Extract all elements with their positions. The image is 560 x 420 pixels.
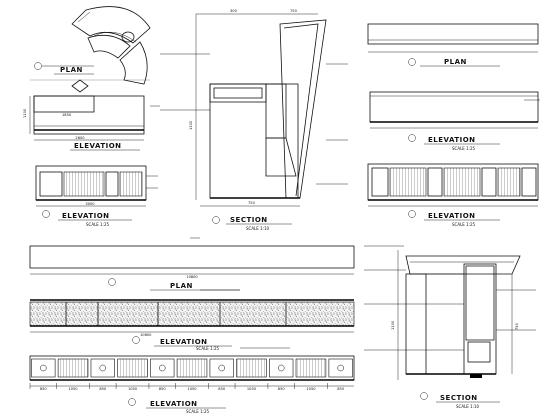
- elev-f-dim-label: 850: [99, 387, 107, 391]
- svg-text:1100: 1100: [189, 120, 193, 130]
- elev-f-bays: [31, 358, 353, 378]
- plan-c-title: PLAN: [170, 282, 193, 290]
- elev-f-bay: [31, 358, 56, 378]
- elevation-d-view: ELEVATION SCALE 1:25: [367, 163, 539, 227]
- svg-text:2600: 2600: [75, 136, 85, 140]
- elev-f-dim-label: 850: [337, 387, 345, 391]
- elev-f-dim-label: 850: [40, 387, 48, 391]
- section-a-view: 300 750 750 1100 SECTION SCALE 1:10: [160, 9, 348, 231]
- elev-f-dimensions: 850 1050 850 1050 850 1050 850 1050 850 1050 850: [29, 383, 345, 391]
- svg-text:1100: 1100: [23, 108, 27, 118]
- elev-f-bay: [57, 358, 89, 378]
- elevation-a-view: 2600 1850 1100 ELEVATION: [23, 79, 160, 151]
- elev-c-title: ELEVATION: [428, 136, 476, 144]
- elev-f-dim-label: 850: [159, 387, 167, 391]
- elev-f-bay: [209, 358, 234, 378]
- svg-text:10800: 10800: [186, 275, 198, 279]
- elev-f-bay-ornament: [159, 364, 166, 372]
- elev-d-title: ELEVATION: [428, 212, 476, 220]
- elev-f-bay: [269, 358, 294, 378]
- elev-f-bay: [295, 358, 327, 378]
- svg-text:SCALE 1:25: SCALE 1:25: [196, 346, 220, 351]
- svg-text:SCALE 1:25: SCALE 1:25: [452, 146, 476, 151]
- section-b-title: SECTION: [440, 394, 478, 402]
- elev-f-dim-label: 850: [278, 387, 286, 391]
- elev-f-bay: [150, 358, 175, 378]
- elev-f-bay-ornament: [277, 364, 285, 372]
- elevation-b-view: 3000 ELEVATION SCALE 1:25: [35, 165, 158, 227]
- elev-f-bay-ornament: [218, 364, 225, 372]
- elevation-f-view: 850 1050 850 1050 850 1050 850 1050 850 1050 850 E…: [29, 347, 355, 414]
- svg-text:SCALE 1:25: SCALE 1:25: [452, 222, 476, 227]
- plan-a-marker: [34, 62, 42, 70]
- elev-f-dim-label: 1050: [247, 387, 257, 391]
- svg-text:10800: 10800: [140, 333, 152, 337]
- svg-text:750: 750: [248, 201, 256, 205]
- elev-f-bay-ornament: [337, 364, 344, 372]
- plan-b-view: PLAN: [367, 23, 539, 67]
- plan-a-title: PLAN: [60, 66, 83, 74]
- elev-f-bay: [117, 358, 148, 378]
- elev-f-dim-label: 1050: [187, 387, 197, 391]
- elev-f-bay-ornament: [40, 364, 47, 372]
- svg-text:1100: 1100: [391, 320, 395, 330]
- elev-f-bay: [328, 358, 353, 378]
- elev-f-bay: [236, 358, 267, 378]
- svg-text:1850: 1850: [62, 113, 72, 117]
- elev-f-bay: [176, 358, 208, 378]
- svg-text:SCALE 1:10: SCALE 1:10: [456, 404, 480, 409]
- svg-text:750: 750: [515, 322, 519, 330]
- plan-b-title: PLAN: [444, 58, 467, 66]
- svg-text:750: 750: [290, 9, 298, 13]
- svg-text:SCALE 1:10: SCALE 1:10: [246, 226, 270, 231]
- elev-f-dim-label: 1050: [306, 387, 316, 391]
- section-a-title: SECTION: [230, 216, 268, 224]
- elev-e-title: ELEVATION: [160, 338, 208, 346]
- elevation-e-view: 10800 ELEVATION SCALE 1:25: [29, 289, 355, 351]
- plan-a-view: PLAN: [34, 6, 151, 85]
- svg-text:3000: 3000: [85, 202, 95, 206]
- elev-f-bay-ornament: [99, 364, 107, 372]
- elev-e-stone-panel: [29, 301, 355, 327]
- elev-f-dim-label: 850: [218, 387, 226, 391]
- elev-b-title: ELEVATION: [62, 212, 110, 220]
- elev-f-dim-label: 1050: [68, 387, 78, 391]
- elev-a-diamond: [71, 79, 89, 93]
- svg-text:SCALE 1:25: SCALE 1:25: [186, 409, 210, 414]
- plan-c-view: 10800 PLAN: [29, 237, 355, 291]
- elevation-c-view: ELEVATION SCALE 1:25: [369, 91, 540, 151]
- section-b-view: 1100 750 SECTION SCALE 1:10: [364, 245, 536, 409]
- elev-f-bay: [90, 358, 115, 378]
- svg-text:SCALE 1:25: SCALE 1:25: [86, 222, 110, 227]
- svg-text:300: 300: [230, 9, 238, 13]
- elev-a-title: ELEVATION: [74, 142, 122, 150]
- elev-f-dim-label: 1050: [128, 387, 138, 391]
- elev-f-title: ELEVATION: [150, 400, 198, 408]
